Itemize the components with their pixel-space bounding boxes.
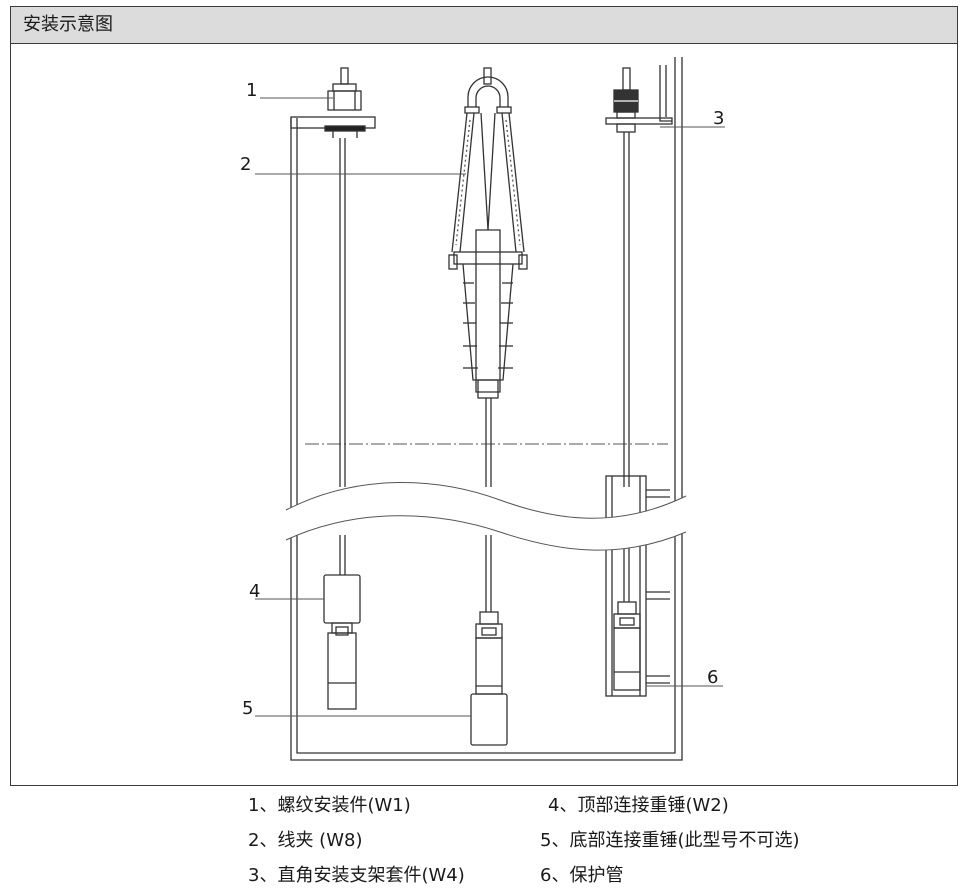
callout-1: 1: [246, 80, 257, 101]
legend-item-5: 5、底部连接重锤(此型号不可选): [540, 830, 800, 851]
diagram-frame: 安装示意图: [10, 6, 958, 786]
callout-6: 6: [707, 667, 718, 688]
top-connect-weight: [323, 574, 361, 624]
legend-item-2: 2、线夹 (W8): [248, 830, 363, 851]
cable-clamp: [448, 67, 528, 399]
callout-3: 3: [713, 108, 724, 129]
callout-2: 2: [240, 154, 251, 175]
diagram-title: 安装示意图: [23, 14, 113, 35]
tank-outline: [290, 57, 683, 761]
middle-sensor: [475, 611, 503, 695]
right-angle-bracket: [605, 65, 673, 133]
bottom-connect-weight: [470, 693, 508, 746]
left-sensor: [327, 622, 357, 710]
right-sensor: [613, 601, 641, 691]
legend-item-1: 1、螺纹安装件(W1): [248, 795, 411, 816]
legend-item-4: 4、顶部连接重锤(W2): [548, 795, 729, 816]
middle-cable: [485, 398, 492, 612]
leader-lines: [255, 97, 725, 717]
title-bar: 安装示意图: [11, 7, 957, 44]
legend-item-6: 6、保护管: [540, 865, 624, 886]
callout-5: 5: [242, 698, 253, 719]
callout-4: 4: [249, 581, 260, 602]
threaded-mount: [290, 67, 376, 138]
break-band: [285, 482, 687, 551]
left-cable: [339, 138, 346, 575]
legend-item-3: 3、直角安装支架套件(W4): [248, 865, 465, 886]
